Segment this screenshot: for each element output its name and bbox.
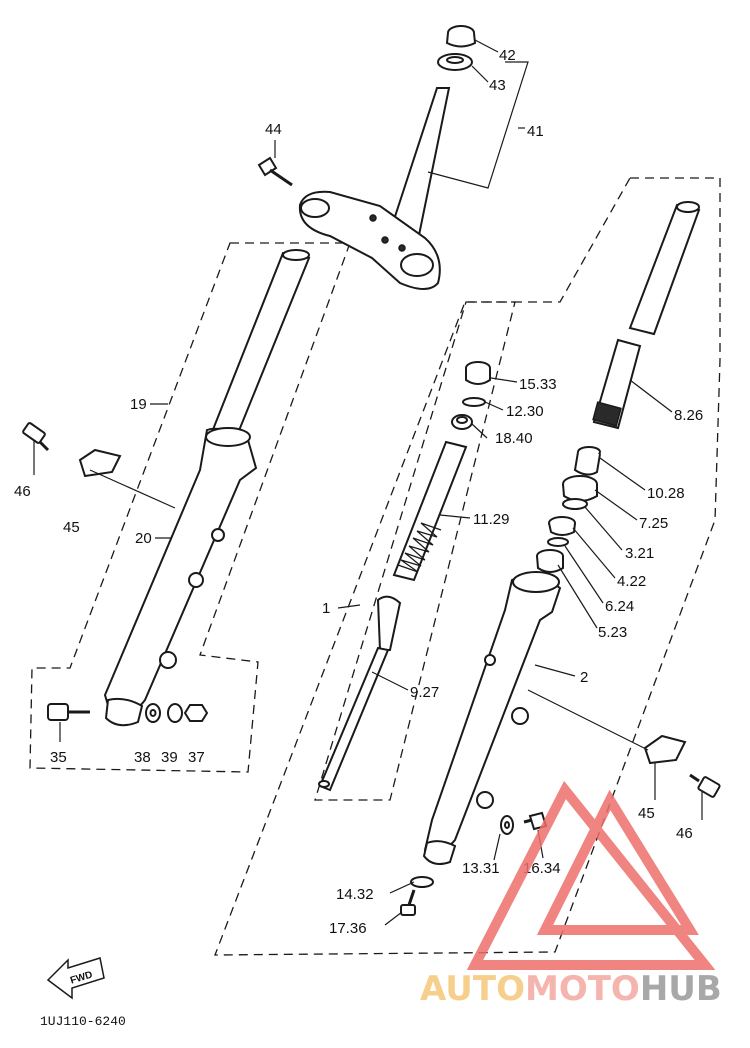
diagram-code: 1UJ110-6240 xyxy=(40,1014,126,1029)
callout-45-left: 45 xyxy=(63,519,80,536)
spring-washer-39 xyxy=(167,703,183,723)
callout-1: 1 xyxy=(322,600,330,617)
outer-tube-2 xyxy=(422,571,562,865)
callout-6-24: 6.24 xyxy=(605,598,634,615)
callout-8-26: 8.26 xyxy=(674,407,703,424)
callout-17-36: 17.36 xyxy=(329,920,367,937)
callout-11-29: 11.29 xyxy=(473,511,509,528)
slide-metal-10 xyxy=(573,446,601,476)
pinch-bolt-44 xyxy=(257,156,293,187)
callout-12-30: 12.30 xyxy=(506,403,544,420)
callout-4-22: 4.22 xyxy=(617,573,646,590)
axle-holder-bolt-35 xyxy=(47,703,90,721)
watermark-triangle-icon xyxy=(466,780,716,970)
bolt-17 xyxy=(400,889,416,916)
brake-hose-guide-45-right xyxy=(643,734,687,765)
callout-9-27: 9.27 xyxy=(410,684,439,701)
callout-46-left: 46 xyxy=(14,483,31,500)
leader-lines xyxy=(33,39,703,926)
callout-2: 2 xyxy=(580,669,588,686)
bolt-46-left xyxy=(22,422,50,452)
callout-20: 20 xyxy=(135,530,152,547)
brake-hose-guide-45-left xyxy=(78,448,122,478)
left-fork-assembly-boundary xyxy=(29,242,351,773)
cap-bolt-15 xyxy=(465,361,491,385)
inner-tube-19 xyxy=(210,249,311,440)
seal-6 xyxy=(547,537,569,547)
callout-3-21: 3.21 xyxy=(625,545,654,562)
callout-37: 37 xyxy=(188,749,205,766)
fork-spring-11 xyxy=(392,440,468,582)
right-fork-assembly-boundary xyxy=(214,177,721,956)
callout-7-25: 7.25 xyxy=(639,515,668,532)
o-ring-12 xyxy=(462,397,486,407)
spacer-18 xyxy=(451,414,473,430)
callout-39: 39 xyxy=(161,749,178,766)
callout-45-right: 45 xyxy=(638,805,655,822)
callout-35: 35 xyxy=(50,749,67,766)
callout-42: 42 xyxy=(499,47,516,64)
washer-3 xyxy=(562,498,588,510)
damper-rod-9 xyxy=(318,595,402,792)
callout-43: 43 xyxy=(489,77,506,94)
callout-41: 41 xyxy=(527,123,544,140)
callout-19: 19 xyxy=(130,396,147,413)
dust-seal-5 xyxy=(536,549,564,573)
clip-4 xyxy=(548,516,576,536)
washer-43 xyxy=(437,53,473,71)
nut-37 xyxy=(183,704,209,722)
under-bracket-41 xyxy=(298,87,451,290)
washer-38 xyxy=(145,703,161,723)
inner-tube-8 xyxy=(592,201,701,430)
gasket-13 xyxy=(500,815,514,835)
damper-group-boundary xyxy=(314,301,516,801)
oil-seal-7 xyxy=(562,475,598,502)
watermark-logo: AUTOMOTOHUB xyxy=(420,780,722,1009)
callout-10-28: 10.28 xyxy=(647,485,685,502)
callout-44: 44 xyxy=(265,121,282,138)
callout-labels: 42 43 41 44 19 46 45 20 35 38 39 37 15.3… xyxy=(14,47,703,937)
stem-nut-42 xyxy=(445,25,477,48)
watermark-text: AUTOMOTOHUB xyxy=(420,969,722,1009)
outer-tube-20 xyxy=(103,427,258,727)
callout-14-32: 14.32 xyxy=(336,886,374,903)
callout-15-33: 15.33 xyxy=(519,376,557,393)
bolt-46-right xyxy=(689,773,721,798)
callout-38: 38 xyxy=(134,749,151,766)
callout-13-31: 13.31 xyxy=(462,860,500,877)
front-arrow-icon: FWD xyxy=(46,957,105,1000)
callout-46-right: 46 xyxy=(676,825,693,842)
callout-5-23: 5.23 xyxy=(598,624,627,641)
callout-18-40: 18.40 xyxy=(495,430,533,447)
gasket-14 xyxy=(410,876,434,888)
